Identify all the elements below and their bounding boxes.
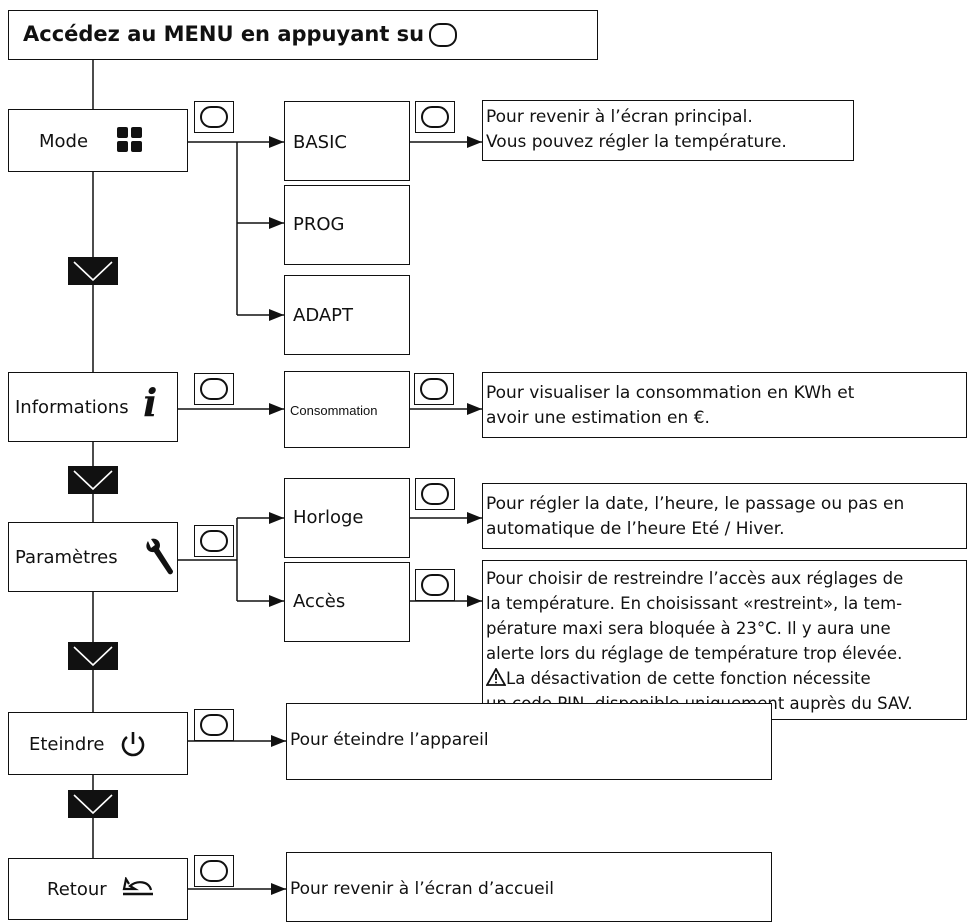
ok-button-icon[interactable] — [415, 569, 455, 601]
grid-icon — [117, 127, 142, 152]
informations-label: Informations — [15, 397, 129, 418]
menu-item-retour[interactable]: Retour — [8, 858, 188, 920]
wrench-icon — [146, 538, 173, 575]
eteindre-label: Eteindre — [29, 734, 105, 755]
description-line: Pour revenir à l’écran d’accueil — [290, 879, 555, 899]
ok-button-icon[interactable] — [194, 709, 234, 741]
prog-label: PROG — [293, 214, 345, 235]
warning-icon — [485, 667, 507, 686]
description-line: Pour éteindre l’appareil — [290, 730, 489, 750]
acces-label: Accès — [293, 591, 346, 612]
description-line: Pour visualiser la consommation en KWh e… — [486, 383, 855, 403]
description-acces: Pour choisir de restreindre l’accès aux … — [482, 560, 967, 720]
ok-button-icon[interactable] — [194, 373, 234, 405]
back-arrow-icon — [122, 877, 153, 896]
power-icon — [121, 732, 145, 757]
menu-item-parametres[interactable]: Paramètres — [8, 522, 178, 592]
description-line: Pour revenir à l’écran principal. — [486, 107, 753, 127]
description-consommation: Pour visualiser la consommation en KWh e… — [482, 372, 967, 438]
down-arrow-icon[interactable] — [68, 257, 118, 285]
option-consommation[interactable]: Consommation — [284, 371, 410, 448]
description-line: alerte lors du réglage de température tr… — [486, 644, 903, 663]
description-line: Pour régler la date, l’heure, le passage… — [486, 494, 905, 514]
ok-button-icon[interactable] — [194, 101, 234, 133]
adapt-label: ADAPT — [293, 305, 354, 326]
description-line: automatique de l’heure Eté / Hiver. — [486, 519, 785, 539]
option-adapt[interactable]: ADAPT — [284, 275, 410, 355]
ok-button-icon[interactable] — [414, 373, 454, 405]
description-line: Vous pouvez régler la température. — [486, 132, 787, 152]
menu-item-eteindre[interactable]: Eteindre — [8, 712, 188, 775]
mode-label: Mode — [39, 131, 89, 152]
description-horloge: Pour régler la date, l’heure, le passage… — [482, 483, 967, 549]
down-arrow-icon[interactable] — [68, 642, 118, 670]
parametres-label: Paramètres — [15, 547, 118, 568]
description-line: avoir une estimation en €. — [486, 408, 710, 428]
warning-text: La désactivation de cette fonction néces… — [506, 669, 871, 688]
option-horloge[interactable]: Horloge — [284, 478, 410, 558]
down-arrow-icon[interactable] — [68, 790, 118, 818]
title-box: Accédez au MENU en appuyant sur — [8, 10, 598, 60]
description-eteindre: Pour éteindre l’appareil — [286, 703, 772, 780]
consommation-label: Consommation — [290, 403, 378, 418]
horloge-label: Horloge — [293, 507, 364, 528]
down-arrow-icon[interactable] — [68, 466, 118, 494]
option-prog[interactable]: PROG — [284, 185, 410, 265]
ok-button-icon[interactable] — [194, 855, 234, 887]
description-line: Pour choisir de restreindre l’accès aux … — [486, 569, 904, 588]
description-line: pérature maxi sera bloquée à 23°C. Il y … — [486, 619, 891, 638]
ok-button-icon[interactable] — [415, 478, 455, 510]
ok-button-icon[interactable] — [415, 101, 455, 133]
ok-button-icon — [424, 19, 462, 51]
option-acces[interactable]: Accès — [284, 562, 410, 642]
description-basic: Pour revenir à l’écran principal. Vous p… — [482, 100, 854, 161]
page-title: Accédez au MENU en appuyant sur — [23, 22, 435, 46]
ok-button-icon[interactable] — [194, 525, 234, 557]
info-icon: i — [143, 380, 158, 425]
description-retour: Pour revenir à l’écran d’accueil — [286, 852, 772, 922]
description-line: la température. En choisissant «restrein… — [486, 594, 903, 613]
option-basic[interactable]: BASIC — [284, 101, 410, 181]
basic-label: BASIC — [293, 132, 347, 153]
menu-item-informations[interactable]: Informations i — [8, 372, 178, 442]
menu-item-mode[interactable]: Mode — [8, 109, 188, 172]
retour-label: Retour — [47, 879, 107, 900]
description-line-warning: La désactivation de cette fonction néces… — [485, 666, 966, 691]
